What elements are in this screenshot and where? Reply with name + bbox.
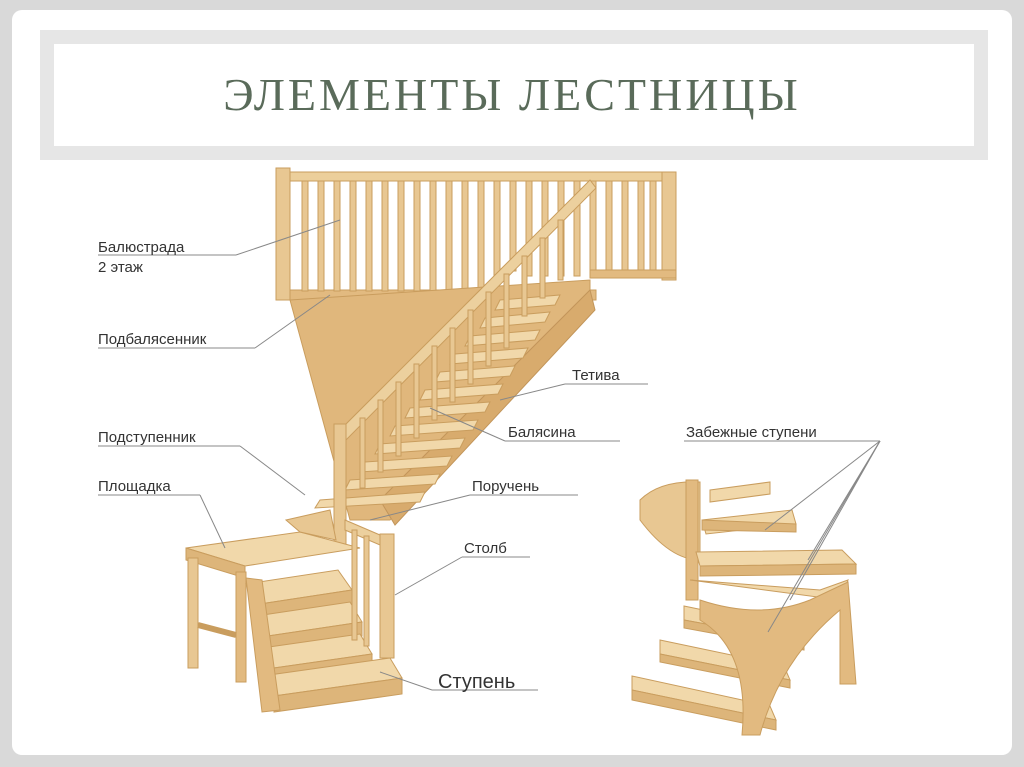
label-handrail: Поручень — [472, 478, 539, 495]
winder-staircase — [631, 479, 858, 736]
labels: Балюстрада 2 этаж Подбалясенник Тетива Б… — [98, 239, 817, 693]
lower-post — [379, 533, 395, 659]
lower-railing — [344, 519, 395, 659]
flight-balusters — [359, 219, 564, 489]
flight-railing — [333, 179, 597, 545]
title-box — [40, 30, 988, 160]
label-sub-baluster: Подбалясенник — [98, 331, 207, 348]
upper-post — [333, 423, 347, 545]
label-step: Ступень — [438, 671, 515, 693]
label-balustrade-2: 2 этаж — [98, 259, 143, 276]
label-riser: Подступенник — [98, 429, 196, 446]
label-baluster: Балясина — [508, 424, 576, 441]
landing — [185, 509, 361, 683]
leader-lines — [98, 219, 881, 691]
main-staircase — [185, 167, 677, 713]
upper-balustrade — [275, 167, 677, 301]
label-landing: Площадка — [98, 478, 171, 495]
label-balustrade-1: Балюстрада — [98, 239, 185, 256]
slide-title: ЭЛЕМЕНТЫ ЛЕСТНИЦЫ — [223, 69, 801, 120]
label-stringer: Тетива — [572, 367, 620, 384]
label-post: Столб — [464, 540, 507, 557]
lower-flight — [245, 569, 403, 713]
label-winder-steps: Забежные ступени — [686, 424, 817, 441]
